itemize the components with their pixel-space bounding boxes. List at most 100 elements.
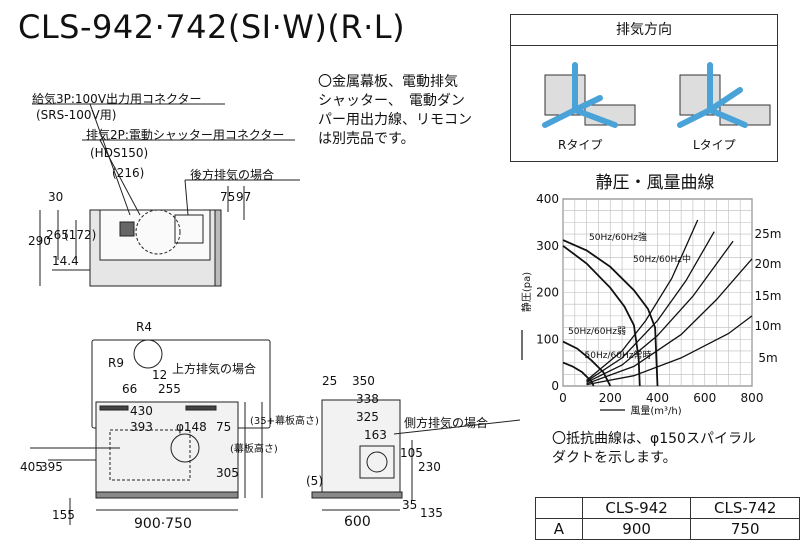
top-view-fan-circle xyxy=(135,209,181,255)
chart-series-line xyxy=(562,239,659,387)
dim-172: (172) xyxy=(64,228,97,242)
dim-255: 255 xyxy=(158,382,181,396)
table-cell: A xyxy=(535,518,583,540)
dim-25: 25 xyxy=(322,374,338,388)
top-exhaust-label: 上方排気の場合 xyxy=(172,362,257,376)
chart-x-tick-label: 400 xyxy=(646,391,669,405)
chart-x-tick-label: 0 xyxy=(559,391,567,405)
chart-series-line xyxy=(586,231,715,382)
table-header-cell: CLS-742 xyxy=(690,497,800,519)
exhaust-direction-panel: 排気方向 xyxy=(510,14,778,162)
top-view-connector xyxy=(119,221,135,237)
chart-series-label: 20m xyxy=(755,257,782,271)
note-line-4: は別売品です。 xyxy=(318,131,415,147)
chart-series-line xyxy=(586,219,699,381)
dim-105: 105 xyxy=(400,446,423,460)
chart-series-label: 50Hz/60Hz強 xyxy=(589,231,647,243)
table-header-row: CLS-942 CLS-742 xyxy=(535,497,800,519)
chart-series-label: 10m xyxy=(755,319,782,333)
dim-600: 600 xyxy=(344,514,371,530)
model-spec-table: CLS-942 CLS-742 A 900 750 xyxy=(535,497,800,540)
page-title: CLS-942·742(SI·W)(R·L) xyxy=(18,8,406,46)
resistance-line-1: 〇抵抗曲線は、φ150スパイラル xyxy=(552,431,756,447)
chart-series-line xyxy=(586,240,734,383)
dim-338: 338 xyxy=(356,392,379,406)
chart-series-line xyxy=(562,245,641,387)
r-type-label: Rタイプ xyxy=(558,138,603,152)
dim-430: 430 xyxy=(130,404,153,418)
dim-width: 900·750 xyxy=(134,516,192,532)
dim-405: 405 xyxy=(20,460,43,474)
chart-series-label: 50Hz/60Hz中 xyxy=(633,253,691,265)
curtain-height-plus: (35+幕板高さ) xyxy=(250,416,319,427)
side-exhaust-label: 側方排気の場合 xyxy=(404,416,489,430)
dim-30: 30 xyxy=(48,190,64,204)
table-header-cell xyxy=(535,497,583,519)
duct-circle xyxy=(170,433,200,463)
dim-230: 230 xyxy=(418,460,441,474)
resistance-line-2: ダクトを示します。 xyxy=(552,450,677,466)
dim-290: 290 xyxy=(28,234,51,248)
top-view-side-panel xyxy=(214,209,222,287)
dim-97: 97 xyxy=(236,190,252,204)
chart-series-line xyxy=(562,361,595,387)
table-row: A 900 750 xyxy=(535,518,800,540)
chart-x-tick-label: 800 xyxy=(741,391,764,405)
sold-separately-note: 〇金属幕板、電動排気 シャッター、 電動ダン パー用出力線、リモコン は別売品で… xyxy=(318,73,472,149)
side-view-duct xyxy=(359,445,395,479)
chart-series-label: 5m xyxy=(758,351,777,365)
dim-350: 350 xyxy=(352,374,375,388)
top-view-duct xyxy=(174,214,204,244)
dim-163: 163 xyxy=(364,428,387,442)
table-header-cell: CLS-942 xyxy=(581,497,692,519)
connector-power-label: 給気3P:100V出力用コネクター xyxy=(32,92,202,106)
radius-r9: R9 xyxy=(108,356,124,370)
chart-title: 静圧・風量曲線 xyxy=(596,173,715,193)
note-line-2: シャッター、 電動ダン xyxy=(318,93,465,109)
chart-series-line xyxy=(586,315,753,386)
table-cell: 750 xyxy=(690,518,800,540)
table-cell: 900 xyxy=(581,518,692,540)
connector-shutter-label: 排気2P:電動シャッター用コネクター xyxy=(86,128,285,142)
dim-5: (5) xyxy=(306,474,323,488)
chart-y-tick-label: 100 xyxy=(536,332,559,346)
dim-325: 325 xyxy=(356,410,379,424)
chart-series-label: 15m xyxy=(755,289,782,303)
dim-393: 393 xyxy=(130,420,153,434)
dim-75-front: 75 xyxy=(216,420,232,434)
side-view-body xyxy=(321,399,401,497)
connector-power-part: (SRS-100V用) xyxy=(36,108,117,122)
connector-shutter-part: (HDS150) xyxy=(90,146,149,160)
dim-305: 305 xyxy=(216,466,239,480)
dim-216: (216) xyxy=(112,166,145,180)
curtain-height: (幕板高さ) xyxy=(230,444,278,455)
rear-exhaust-label: 後方排気の場合 xyxy=(190,168,275,182)
chart-y-tick-label: 0 xyxy=(551,379,559,393)
dim-66: 66 xyxy=(122,382,138,396)
top-view-inner xyxy=(99,209,211,261)
dim-75-top: 75 xyxy=(220,190,236,204)
chart-y-tick-label: 400 xyxy=(536,192,559,206)
radius-r4: R4 xyxy=(136,320,152,334)
dim-35: 35 xyxy=(402,498,418,512)
l-type-label: Lタイプ xyxy=(693,138,736,152)
chart-x-tick-label: 600 xyxy=(693,391,716,405)
dim-12: 12 xyxy=(152,368,168,382)
dim-14-4: 14.4 xyxy=(52,254,79,268)
chart-series-line xyxy=(586,258,753,385)
dim-265: 265 xyxy=(46,228,69,242)
dim-395: 395 xyxy=(40,460,63,474)
note-line-3: パー用出力線、リモコン xyxy=(318,112,472,128)
note-line-1: 〇金属幕板、電動排気 xyxy=(318,74,458,90)
exhaust-direction-heading: 排気方向 xyxy=(511,15,777,46)
dim-phi148: φ148 xyxy=(176,420,207,434)
chart-y-axis-label: 静圧(pa) xyxy=(520,272,533,312)
dim-135: 135 xyxy=(420,506,443,520)
chart-x-axis-label: 風量(m³/h) xyxy=(630,405,681,417)
chart-series-label: 50Hz/60Hz弱 xyxy=(568,326,626,337)
chart-y-tick-label: 300 xyxy=(536,239,559,253)
resistance-note: 〇抵抗曲線は、φ150スパイラル ダクトを示します。 xyxy=(552,430,756,468)
dim-155: 155 xyxy=(52,508,75,522)
